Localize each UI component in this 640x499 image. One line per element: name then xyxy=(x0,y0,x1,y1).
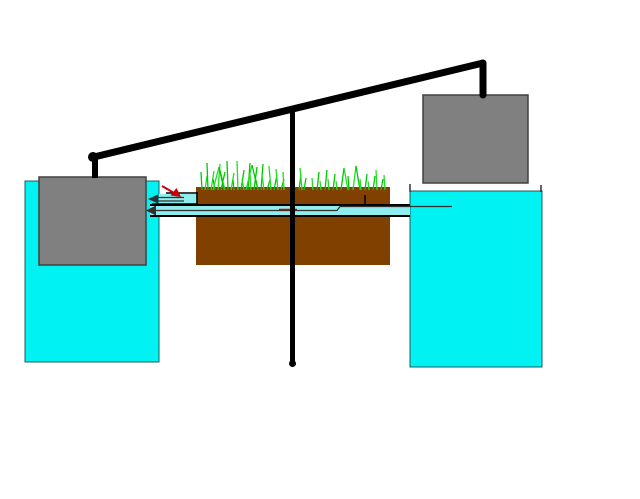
grass-blade xyxy=(303,177,307,191)
red-inflow-arrow-shaft xyxy=(161,185,176,195)
grass-blade xyxy=(375,169,378,191)
grass-blade xyxy=(311,177,314,191)
grass-blade xyxy=(324,169,328,191)
main-flow-left-arrowhead xyxy=(146,205,156,216)
grass-blade xyxy=(332,173,336,191)
grass-blade xyxy=(359,178,362,191)
grass-blade xyxy=(226,160,229,191)
grass-blade xyxy=(355,165,361,191)
lever-beam xyxy=(90,59,487,161)
grass-blade xyxy=(383,174,386,191)
grass-blade xyxy=(316,171,320,191)
grass-blade xyxy=(335,180,338,191)
grass-blade xyxy=(204,175,208,191)
right-water-tank xyxy=(409,190,543,368)
grass-blade xyxy=(299,167,303,191)
grass-blade xyxy=(232,179,235,191)
grass-blade xyxy=(347,175,350,191)
grass-blade xyxy=(352,165,357,191)
grass-blade xyxy=(319,180,322,191)
lever-beam-left-cap xyxy=(88,152,98,162)
grass-blade xyxy=(206,162,209,191)
grass-blade xyxy=(249,173,252,191)
grass-blade xyxy=(340,167,345,191)
grass-blade xyxy=(266,179,271,191)
grass-blade xyxy=(241,178,245,191)
grass-blade xyxy=(327,178,330,191)
grass-blade xyxy=(212,166,220,191)
inner-tube-line xyxy=(152,205,452,212)
grass-blade xyxy=(218,166,225,191)
grass-blade xyxy=(282,171,285,191)
grass-blade xyxy=(210,170,215,191)
pivot-pole-bottom-cap xyxy=(289,360,296,367)
grass-blade xyxy=(236,160,239,191)
grass-blade xyxy=(200,171,203,191)
grass-blade xyxy=(251,164,259,191)
grass-blade xyxy=(268,165,272,191)
upper-flow-left-arrowhead xyxy=(148,194,158,204)
grass-blade xyxy=(380,178,384,191)
grass-blade xyxy=(275,168,279,191)
red-inflow-arrowhead xyxy=(170,188,181,197)
grass-blade xyxy=(261,174,265,191)
upper-pipe-water xyxy=(159,194,197,204)
left-weight-block xyxy=(38,176,147,266)
grass-blade xyxy=(372,175,376,191)
grass-blade xyxy=(367,180,370,191)
grass-blade xyxy=(245,164,253,191)
grass-blade xyxy=(343,167,349,191)
grass-blade xyxy=(364,173,368,191)
right-weight-block xyxy=(422,94,529,184)
